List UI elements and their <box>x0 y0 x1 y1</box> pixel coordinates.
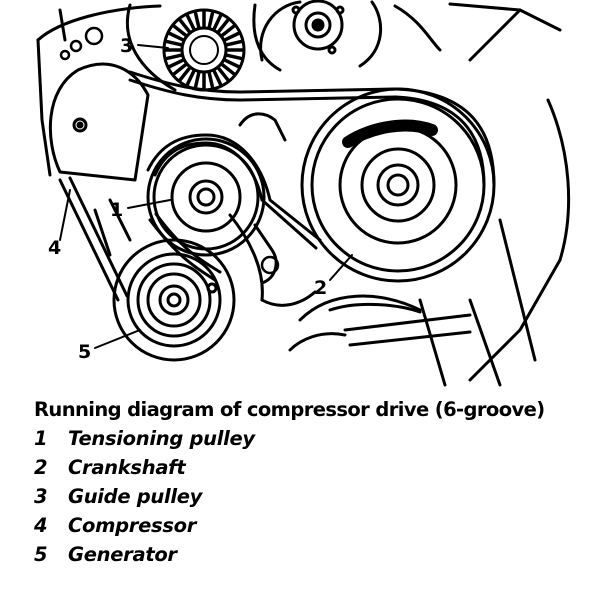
legend-label: Compressor <box>68 514 197 537</box>
legend-item: 1 Tensioning pulley <box>34 427 604 456</box>
callout-3: 3 <box>120 35 133 57</box>
pulley-rib <box>212 69 223 86</box>
crankshaft-pulley <box>300 87 496 283</box>
legend-number: 5 <box>34 543 48 566</box>
pulley-rib <box>178 67 191 82</box>
pulley-rib <box>225 53 243 61</box>
belt-drive-diagram: 1 2 3 4 5 <box>36 0 571 387</box>
engine-outline <box>36 2 571 387</box>
leader-lines <box>59 44 353 349</box>
pulley-rib <box>165 53 183 61</box>
legend-item: 2 Crankshaft <box>34 456 604 485</box>
pulley-rib <box>172 24 187 37</box>
legend-number: 2 <box>34 456 48 479</box>
legend-number: 4 <box>34 514 48 537</box>
pulley-rib <box>193 71 201 89</box>
pulley-rib <box>185 69 196 86</box>
legend-label: Generator <box>68 543 177 566</box>
drive-belt <box>58 70 496 302</box>
guide-pulley <box>162 8 246 92</box>
legend-label: Guide pulley <box>68 485 203 508</box>
callout-2: 2 <box>314 277 327 299</box>
pulley-rib <box>168 31 185 42</box>
pulley-rib <box>207 11 215 29</box>
pulley-rib <box>172 63 187 76</box>
callout-4: 4 <box>48 237 61 259</box>
pulley-rib <box>178 18 191 33</box>
pulley-rib <box>207 71 215 89</box>
pulley-rib <box>217 18 230 33</box>
pulley-rib <box>225 39 243 47</box>
bolt-holes <box>59 26 280 275</box>
pulley-rib <box>221 63 236 76</box>
pulley-rib <box>165 39 183 47</box>
pulley-rib <box>223 31 240 42</box>
pulley-rib <box>193 11 201 29</box>
callout-1: 1 <box>110 199 123 221</box>
legend-number: 3 <box>34 485 48 508</box>
generator-pulley <box>112 238 236 362</box>
legend-label: Crankshaft <box>68 456 186 479</box>
upper-pulley <box>259 0 383 68</box>
legend-label: Tensioning pulley <box>68 427 255 450</box>
legend-item: 4 Compressor <box>34 514 604 543</box>
legend-item: 3 Guide pulley <box>34 485 604 514</box>
legend-item: 5 Generator <box>34 543 604 572</box>
pulley-rib <box>223 58 240 69</box>
pulley-rib <box>217 67 230 82</box>
legend: 1 Tensioning pulley 2 Crankshaft 3 Guide… <box>34 427 604 572</box>
pulley-rib <box>168 58 185 69</box>
pulley-rib <box>212 14 223 31</box>
pulley-rib <box>221 24 236 37</box>
pulley-rib <box>185 14 196 31</box>
caption-title: Running diagram of compressor drive (6-g… <box>34 398 545 421</box>
legend-number: 1 <box>34 427 48 450</box>
caption: Running diagram of compressor drive (6-g… <box>34 398 604 572</box>
callout-5: 5 <box>78 341 91 363</box>
